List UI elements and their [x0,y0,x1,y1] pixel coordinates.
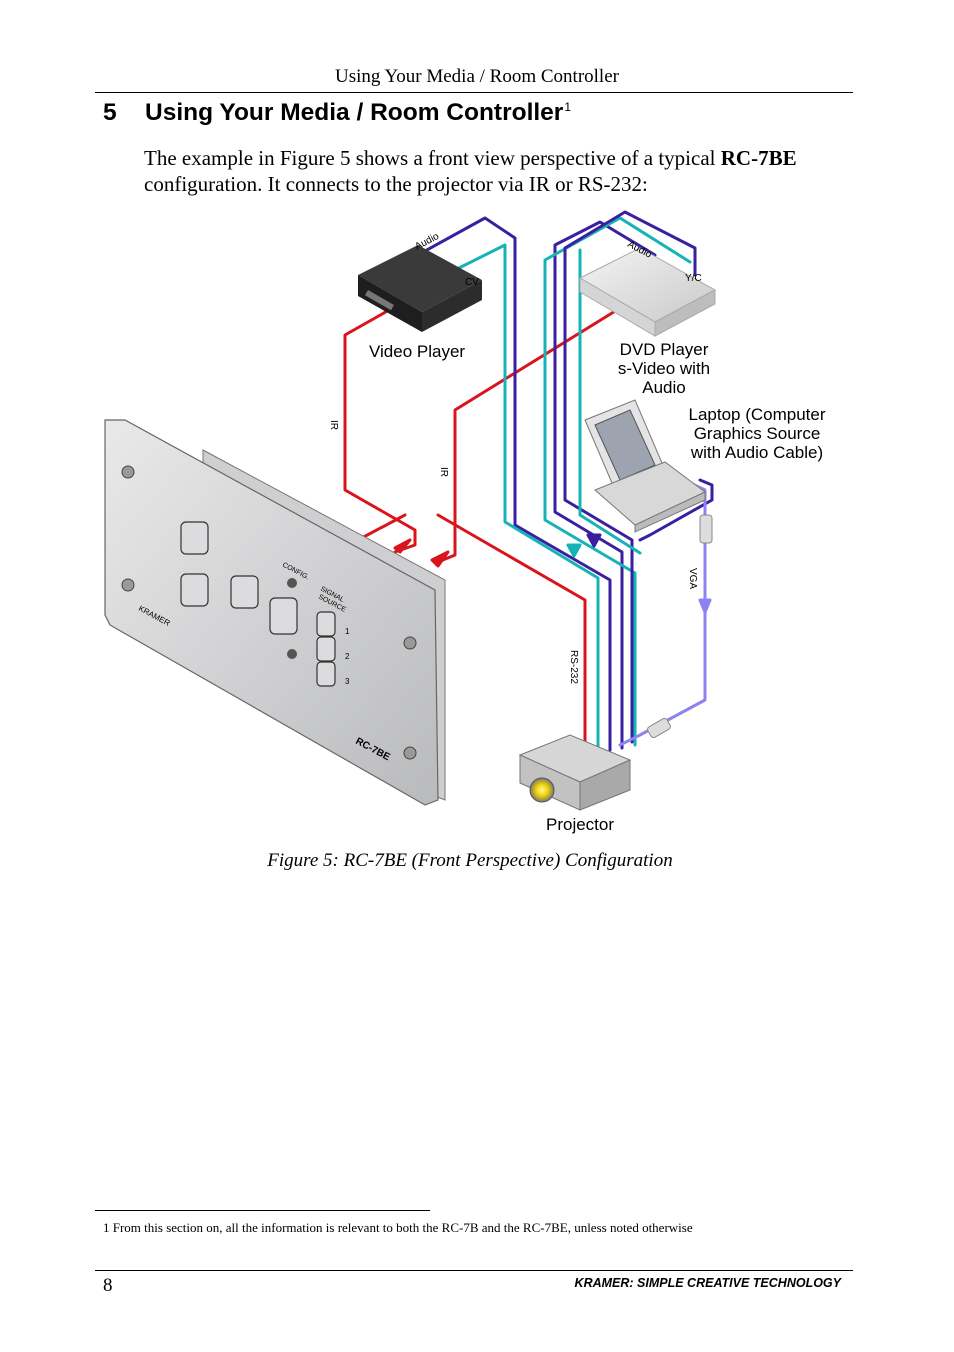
footer-rule [95,1270,853,1271]
ir-label-1: IR [328,420,339,430]
audio-cable-laptop [638,478,714,542]
laptop-label-3: with Audio Cable) [690,443,823,462]
cv-cable-video-player [453,243,600,754]
rs232-cable [436,513,587,757]
cv-label: CV [465,277,479,288]
rs232-label: RS-232 [568,650,579,684]
source-button-2[interactable] [316,636,336,662]
audio-cable-video-player [403,216,612,752]
source-button-3[interactable] [316,661,336,687]
section-heading: 5 Using Your Media / Room Controller1 [103,99,571,127]
projector-label: Projector [546,815,614,834]
src3-label: 3 [345,677,350,686]
panel-button-1[interactable] [180,521,209,555]
dvd-label-3: Audio [642,378,685,397]
video-player-device [358,245,482,332]
laptop-label-1: Laptop (Computer [688,405,825,424]
running-header: Using Your Media / Room Controller [335,66,619,87]
footnote-rule [95,1210,430,1211]
footnote: 1 From this section on, all the informat… [103,1220,693,1235]
video-player-label: Video Player [369,342,465,361]
intro-text-before: The example in Figure 5 shows a front vi… [144,146,721,170]
laptop-label-2: Graphics Source [694,424,821,443]
section-number: 5 [103,99,117,126]
figure-caption: Figure 5: RC-7BE (Front Perspective) Con… [267,850,673,871]
rc7be-panel [104,419,439,806]
intro-product: RC-7BE [720,146,797,170]
dvd-label-1: DVD Player [620,340,709,359]
page-number: 8 [103,1275,113,1296]
intro-paragraph: The example in Figure 5 shows a front vi… [144,145,844,197]
panel-button-4[interactable] [269,597,298,635]
ir-label-2: IR [438,467,449,477]
laptop-device [584,399,706,533]
dvd-player-device [578,247,717,337]
audio-cable-dvd [553,220,657,750]
section-title: Using Your Media / Room Controller [145,99,564,126]
vga-label: VGA [687,568,698,589]
intro-text-after: configuration. It connects to the projec… [144,172,648,196]
header-rule [95,92,853,93]
projector-device [518,734,632,811]
footer-brand: KRAMER: SIMPLE CREATIVE TECHNOLOGY [574,1276,841,1290]
dvd-label-2: s-Video with [618,359,710,378]
ir-cable-video-player [343,303,417,554]
ir-cable-dvd-player [436,303,627,564]
source-button-1[interactable] [316,611,336,637]
panel-button-2[interactable] [180,573,209,607]
configuration-diagram: Video Player Audio CV DVD Player s-Video… [104,210,826,834]
footnote-ref[interactable]: 1 [564,99,572,114]
src2-label: 2 [345,652,350,661]
panel-button-3[interactable] [230,575,259,609]
yc-label: Y/C [685,273,702,284]
src1-label: 1 [345,627,350,636]
yc-cable-dvd [543,216,692,747]
